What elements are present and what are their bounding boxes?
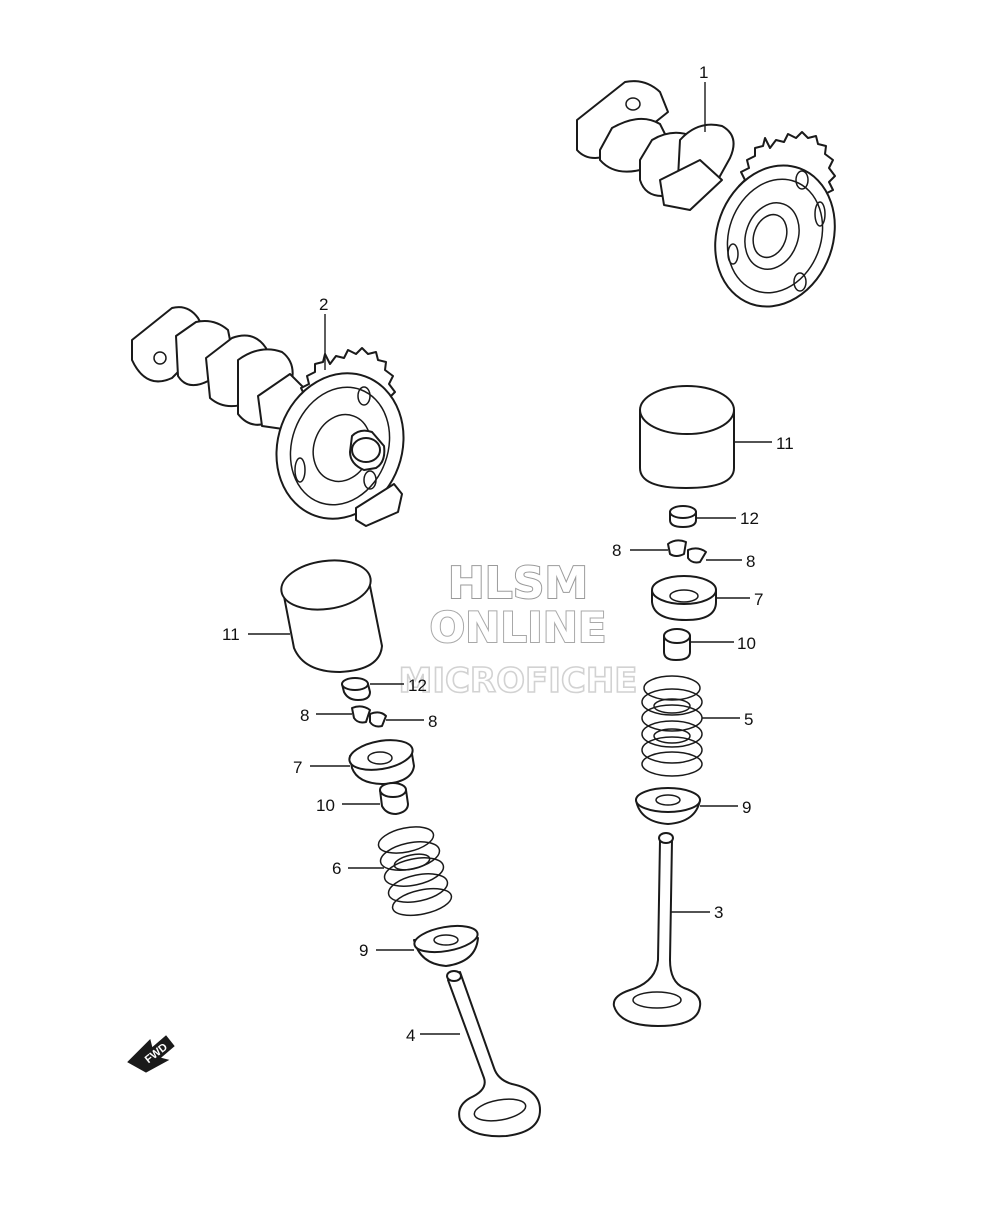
spring-seat-right[interactable] xyxy=(635,787,701,825)
valve-spring-left[interactable] xyxy=(376,822,454,920)
watermark-line-2: ONLINE xyxy=(429,603,606,652)
callout-12-right: 12 xyxy=(740,509,759,528)
callout-3: 3 xyxy=(714,903,723,922)
callout-9-left: 9 xyxy=(359,941,368,960)
callout-11-left: 11 xyxy=(222,625,240,644)
callout-9-right: 9 xyxy=(742,798,751,817)
callout-10-left: 10 xyxy=(316,796,335,815)
valve-cotters-left[interactable] xyxy=(351,705,387,728)
valve-stem-seal-right[interactable] xyxy=(663,628,691,661)
camshaft-sprocket-2 xyxy=(275,347,405,527)
callout-8-left-b: 8 xyxy=(428,712,437,731)
camshaft-exhaust[interactable] xyxy=(576,80,854,323)
camshaft-sprocket-1 xyxy=(714,131,836,308)
callout-8-right-a: 8 xyxy=(612,541,621,560)
callout-7-left: 7 xyxy=(293,758,302,777)
spring-seat-left[interactable] xyxy=(412,922,479,967)
spring-retainer-right[interactable] xyxy=(651,575,717,621)
callout-11-right: 11 xyxy=(776,434,794,453)
camshaft-intake[interactable] xyxy=(131,306,424,537)
watermark-line-3: MICROFICHE xyxy=(398,661,637,701)
callout-8-left-a: 8 xyxy=(300,706,309,725)
forward-direction-arrow: FWD xyxy=(127,1035,175,1073)
valve-shim-right[interactable] xyxy=(669,505,697,528)
valve-spring-right[interactable] xyxy=(641,675,703,777)
callout-5: 5 xyxy=(744,710,753,729)
valve-intake[interactable] xyxy=(446,970,541,1138)
valve-exhaust[interactable] xyxy=(612,832,702,1027)
spring-retainer-left[interactable] xyxy=(347,736,415,785)
leader-lines xyxy=(248,82,772,1035)
valve-stem-seal-left[interactable] xyxy=(379,782,409,815)
valve-cotters-right[interactable] xyxy=(667,539,707,564)
watermark-line-1: HLSM xyxy=(448,558,588,609)
callout-8-right-b: 8 xyxy=(746,552,755,571)
callout-10-right: 10 xyxy=(737,634,756,653)
valve-tappet-right[interactable] xyxy=(639,385,735,489)
callout-2: 2 xyxy=(319,295,328,314)
callout-labels: 1 2 11 12 8 8 7 10 5 9 3 11 12 8 8 7 10 … xyxy=(222,63,794,1045)
valve-tappet-left[interactable] xyxy=(278,555,383,673)
callout-1: 1 xyxy=(699,63,708,82)
callout-4: 4 xyxy=(406,1026,415,1045)
callout-7-right: 7 xyxy=(754,590,763,609)
callout-6: 6 xyxy=(332,859,341,878)
callout-12-left: 12 xyxy=(408,676,427,695)
valve-shim-left[interactable] xyxy=(341,677,371,701)
